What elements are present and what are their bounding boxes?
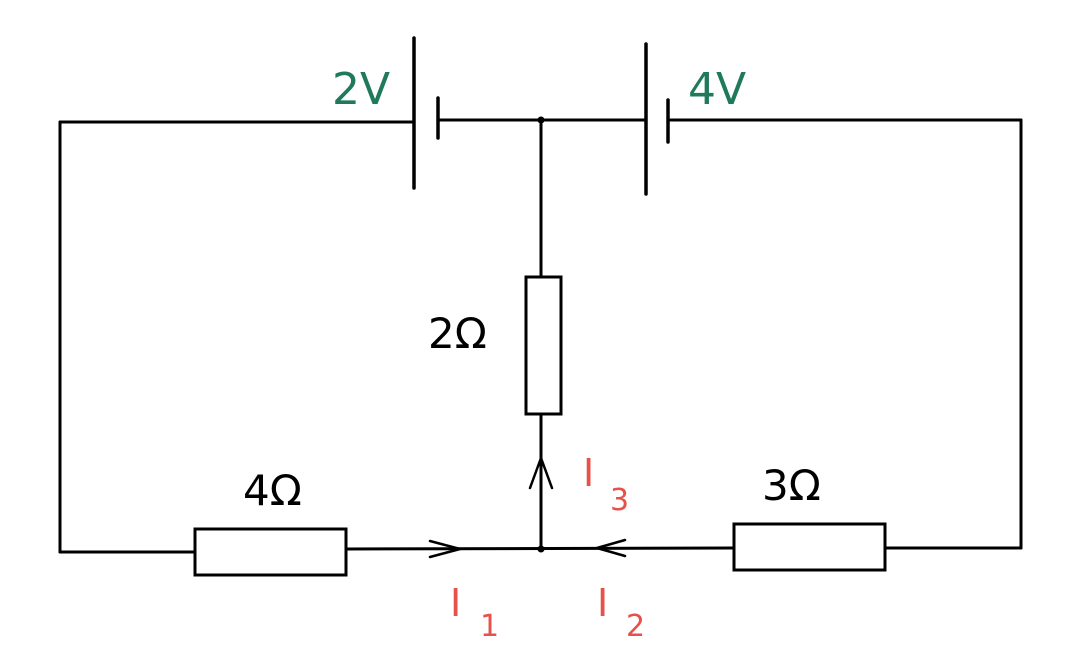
label-3ohm: 3Ω (762, 461, 821, 510)
battery-2v (412, 36, 440, 190)
junction-top (537, 116, 545, 124)
label-2v: 2V (332, 64, 390, 115)
label-i3-subscript: 3 (610, 483, 629, 518)
arrow-i3 (528, 456, 554, 490)
resistor-4ohm (193, 527, 348, 577)
label-4ohm: 4Ω (243, 466, 302, 515)
label-i1-subscript: 1 (480, 609, 499, 644)
resistor-2ohm (524, 275, 563, 416)
resistor-3ohm (732, 522, 887, 572)
label-i1-symbol: I (450, 581, 461, 625)
label-i2-symbol: I (597, 581, 608, 625)
junction-bottom (537, 545, 545, 553)
label-i3-symbol: I (583, 451, 594, 495)
label-i3: I 3 (583, 451, 629, 518)
arrow-i1 (428, 539, 462, 559)
label-i2-subscript: 2 (626, 609, 645, 644)
label-i2: I 2 (597, 581, 645, 644)
arrow-i2 (595, 538, 627, 558)
label-2ohm: 2Ω (428, 309, 487, 358)
label-i1: I 1 (450, 581, 499, 644)
label-4v: 4V (688, 64, 746, 115)
battery-4v (644, 42, 670, 196)
